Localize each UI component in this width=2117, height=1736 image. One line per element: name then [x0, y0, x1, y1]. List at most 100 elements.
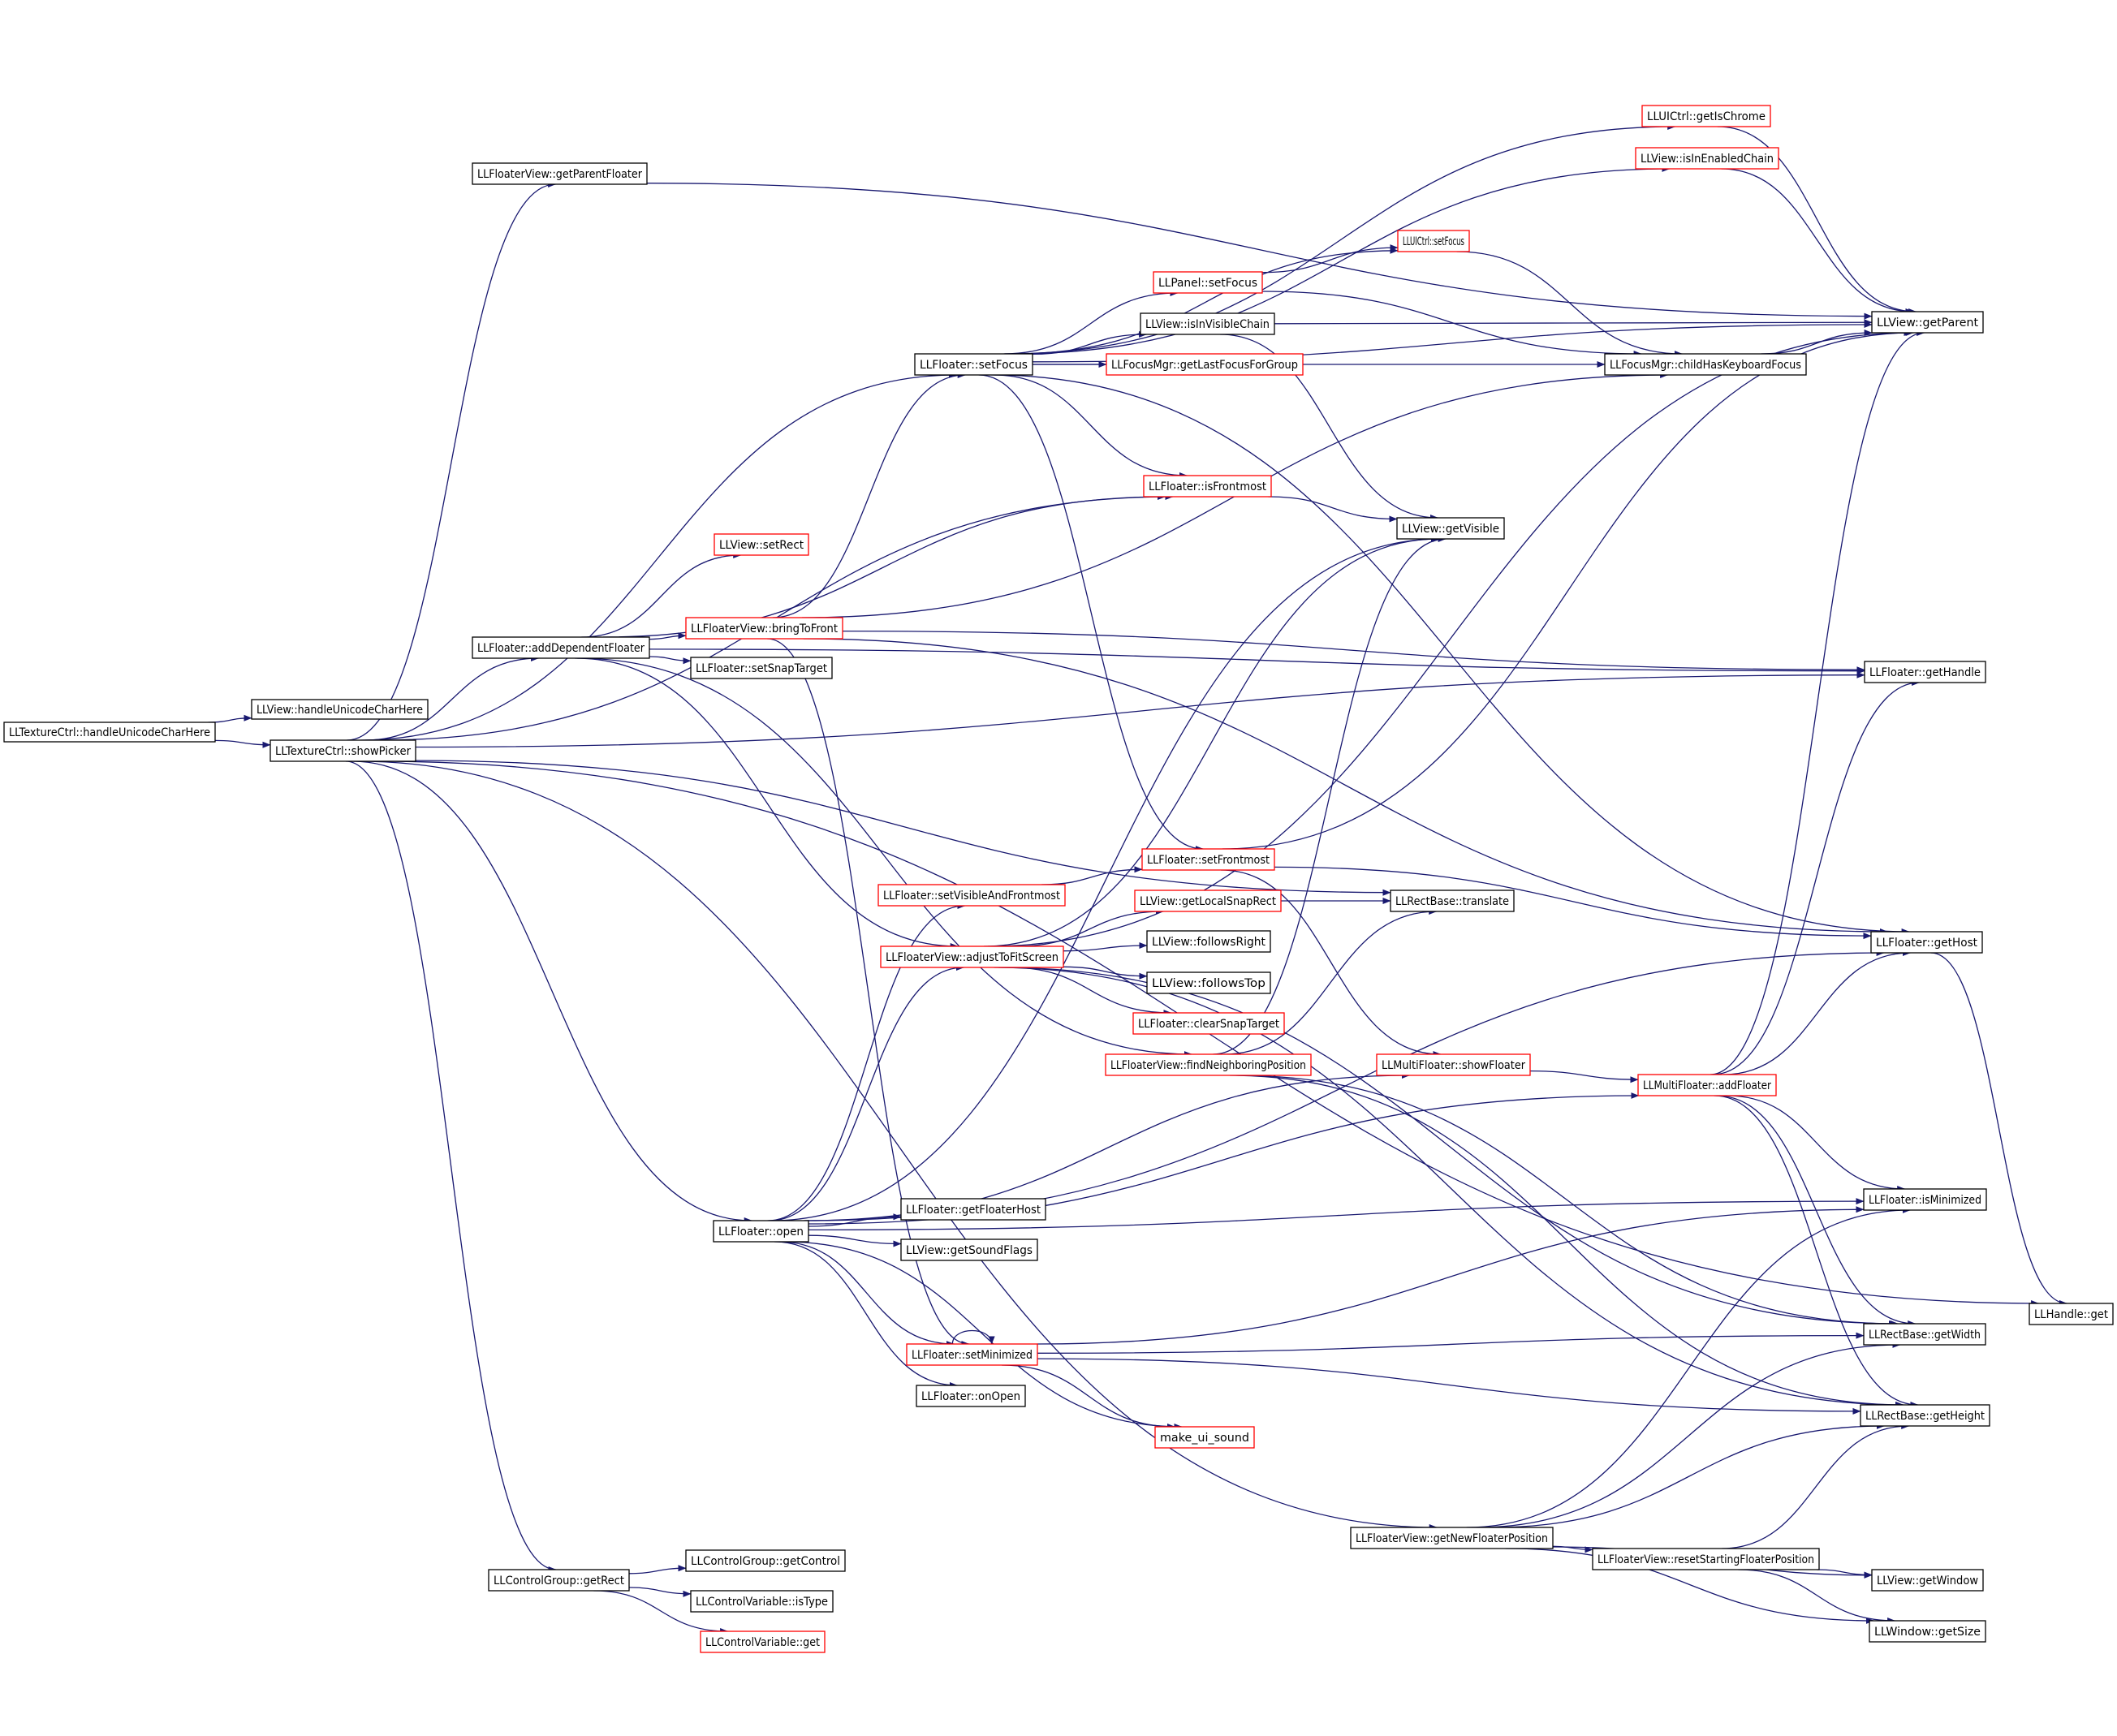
node-box — [685, 617, 843, 640]
node-label: LLControlVariable::isType — [696, 1596, 828, 1609]
node-llpanel-setfocus[interactable]: LLPanel::setFocus — [1153, 271, 1263, 294]
node-box — [1863, 1323, 1986, 1346]
node-llview-getwindow[interactable]: LLView::getWindow — [1871, 1569, 1984, 1592]
node-llcontrolgroup-getrect[interactable]: LLControlGroup::getRect — [488, 1569, 630, 1592]
node-label: LLControlGroup::getRect — [494, 1574, 624, 1587]
edge-llfloaterview-adjusttofitscreen-to-llrectbase-getheight — [994, 967, 1904, 1408]
node-llfloaterview-bringtofront[interactable]: LLFloaterView::bringToFront — [685, 617, 843, 640]
node-llfloater-open[interactable]: LLFloater::open — [713, 1220, 809, 1243]
node-label: LLFocusMgr::getLastFocusForGroup — [1111, 359, 1298, 372]
node-llcontrolvariable-istype[interactable]: LLControlVariable::isType — [690, 1590, 834, 1613]
node-llview-getlocalsnaprect[interactable]: LLView::getLocalSnapRect — [1134, 890, 1282, 912]
node-llfloater-setsnaptarget[interactable]: LLFloater::setSnapTarget — [690, 657, 833, 679]
node-llrectbase-getwidth[interactable]: LLRectBase::getWidth — [1863, 1323, 1986, 1346]
node-llhandle-get[interactable]: LLHandle::get — [2029, 1303, 2114, 1325]
edge-lltexturectrl-showpicker-to-llfloaterview-getnewfloaterposition — [357, 760, 1438, 1531]
node-label: LLRectBase::translate — [1395, 895, 1509, 908]
node-llfloaterview-adjusttofitscreen[interactable]: LLFloaterView::adjustToFitScreen — [880, 946, 1064, 968]
node-box — [914, 353, 1033, 376]
node-lluictrl-getischrome[interactable]: LLUICtrl::getIsChrome — [1641, 105, 1771, 127]
edge-llfloater-open-to-llmultifloater-showfloater — [804, 1072, 1410, 1221]
node-llrectbase-translate[interactable]: LLRectBase::translate — [1390, 890, 1515, 912]
edge-lltexturectrl-showpicker-to-llrectbase-translate — [415, 760, 1391, 896]
node-label: LLView::followsRight — [1152, 936, 1266, 949]
node-llfloater-gethost[interactable]: LLFloater::getHost — [1870, 931, 1983, 954]
node-llcontrolvariable-get[interactable]: LLControlVariable::get — [700, 1630, 826, 1653]
node-box — [916, 1385, 1026, 1407]
node-llfloaterview-getparentfloater[interactable]: LLFloaterView::getParentFloater — [472, 162, 648, 185]
edge-llfloater-setvisibleandfrontmost-to-llfloater-setfrontmost — [1041, 866, 1143, 885]
node-llview-isinenabledchain[interactable]: LLView::isInEnabledChain — [1635, 147, 1779, 170]
node-lltexturectrl-handleunicodecharhere[interactable]: LLTextureCtrl::handleUnicodeCharHere — [3, 722, 216, 743]
node-llview-getvisible[interactable]: LLView::getVisible — [1396, 517, 1505, 540]
node-box — [1870, 931, 1983, 954]
node-lltexturectrl-showpicker[interactable]: LLTextureCtrl::showPicker — [269, 739, 416, 762]
node-llfloater-setminimized[interactable]: LLFloater::setMinimized — [906, 1343, 1038, 1366]
node-label: LLView::getParent — [1877, 317, 1979, 330]
edge-llfloater-setfocus-to-lluictrl-getischrome — [1004, 123, 1676, 355]
edge-llfloater-adddependentfloater-to-llfloaterview-adjusttofitscreen — [575, 657, 959, 950]
edge-llpanel-setfocus-to-lluictrl-setfocus — [1261, 244, 1399, 274]
node-llview-followstop[interactable]: LLView::followsTop — [1146, 971, 1271, 994]
node-make-ui-sound[interactable]: make_ui_sound — [1154, 1426, 1255, 1449]
node-label: LLView::setRect — [719, 539, 804, 552]
node-label: LLFloater::setFocus — [920, 359, 1028, 372]
edge-lltexturectrl-showpicker-to-llfloater-setfocus — [360, 372, 957, 741]
node-label: LLView::followsTop — [1152, 977, 1265, 990]
node-llrectbase-getheight[interactable]: LLRectBase::getHeight — [1860, 1404, 1990, 1427]
node-llfloater-setvisibleandfrontmost[interactable]: LLFloater::setVisibleAndFrontmost — [877, 884, 1066, 907]
node-llfloater-onopen[interactable]: LLFloater::onOpen — [916, 1385, 1026, 1407]
node-box — [1635, 147, 1779, 170]
node-llfloater-setfrontmost[interactable]: LLFloater::setFrontmost — [1141, 848, 1275, 871]
node-llview-setrect[interactable]: LLView::setRect — [714, 533, 809, 556]
edge-llfloater-setminimized-to-llfloater-isminimized — [1037, 1206, 1865, 1345]
node-box — [1871, 311, 1984, 334]
node-llwindow-getsize[interactable]: LLWindow::getSize — [1869, 1620, 1986, 1643]
node-llfloater-isfrontmost[interactable]: LLFloater::isFrontmost — [1143, 475, 1272, 498]
node-llfloaterview-findneighboringposition[interactable]: LLFloaterView::findNeighboringPosition — [1105, 1053, 1312, 1076]
node-llfloaterview-getnewfloaterposition[interactable]: LLFloaterView::getNewFloaterPosition — [1350, 1527, 1554, 1549]
node-label: LLFloater::addDependentFloater — [477, 642, 645, 655]
node-lluictrl-setfocus[interactable]: LLUICtrl::setFocus — [1397, 230, 1470, 252]
node-box — [1869, 1620, 1986, 1643]
node-box — [685, 1549, 846, 1572]
node-llview-handleunicodecharhere[interactable]: LLView::handleUnicodeCharHere — [251, 699, 429, 720]
node-llcontrolgroup-getcontrol[interactable]: LLControlGroup::getControl — [685, 1549, 846, 1572]
node-label: LLUICtrl::getIsChrome — [1647, 110, 1766, 123]
node-box — [1140, 312, 1275, 335]
node-llview-getparent[interactable]: LLView::getParent — [1871, 311, 1984, 334]
node-label: LLFocusMgr::childHasKeyboardFocus — [1610, 359, 1801, 372]
node-llview-isinvisiblechain[interactable]: LLView::isInVisibleChain — [1140, 312, 1275, 335]
edge-lltexturectrl-handleunicodecharhere-to-llview-handleunicodecharhere — [208, 714, 252, 723]
node-llmultifloater-addfloater[interactable]: LLMultiFloater::addFloater — [1637, 1074, 1777, 1096]
node-box — [1641, 105, 1771, 127]
edge-lltexturectrl-showpicker-to-llfloater-gethandle — [415, 671, 1865, 748]
node-box — [1134, 890, 1282, 912]
node-label: LLPanel::setFocus — [1158, 277, 1257, 290]
edge-llfloater-setminimized-to-make-ui-sound — [1001, 1364, 1175, 1430]
node-box — [1396, 517, 1505, 540]
node-box — [3, 722, 216, 743]
node-label: make_ui_sound — [1160, 1432, 1249, 1445]
node-label: LLFloater::setFrontmost — [1147, 854, 1270, 867]
node-llfocusmgr-getlastfocusforgroup[interactable]: LLFocusMgr::getLastFocusForGroup — [1106, 353, 1304, 376]
node-llview-followsright[interactable]: LLView::followsRight — [1146, 930, 1271, 953]
node-llfloater-clearsnaptarget[interactable]: LLFloater::clearSnapTarget — [1132, 1012, 1285, 1035]
edge-llmultifloater-addfloater-to-llfloater-gethost — [1722, 950, 1911, 1075]
edge-llfloaterview-getnewfloaterposition-to-llfloater-isminimized — [1466, 1207, 1911, 1528]
node-llfloater-getfloaterhost[interactable]: LLFloater::getFloaterHost — [900, 1198, 1046, 1221]
node-llfloater-setfocus[interactable]: LLFloater::setFocus — [914, 353, 1033, 376]
node-llfocusmgr-childhaskeyboardfocus[interactable]: LLFocusMgr::childHasKeyboardFocus — [1604, 353, 1807, 376]
edge-llfloater-setminimized-to-llrectbase-getwidth — [1037, 1332, 1865, 1354]
node-label: LLFloater::open — [718, 1226, 804, 1238]
node-label: LLControlGroup::getControl — [691, 1555, 840, 1568]
node-llfloaterview-resetstartingfloaterposition[interactable]: LLFloaterView::resetStartingFloaterPosit… — [1592, 1548, 1820, 1570]
edge-llcontrolgroup-getrect-to-llcontrolvariable-get — [593, 1590, 729, 1635]
node-llview-getsoundflags[interactable]: LLView::getSoundFlags — [900, 1238, 1038, 1261]
node-llfloater-isminimized[interactable]: LLFloater::isMinimized — [1863, 1188, 1987, 1211]
node-box — [1350, 1527, 1554, 1549]
node-llfloater-adddependentfloater[interactable]: LLFloater::addDependentFloater — [472, 636, 650, 659]
node-llfloater-gethandle[interactable]: LLFloater::getHandle — [1864, 661, 1986, 683]
edge-lluictrl-getischrome-to-llview-getparent — [1717, 126, 1917, 315]
node-llmultifloater-showfloater[interactable]: LLMultiFloater::showFloater — [1376, 1053, 1531, 1076]
